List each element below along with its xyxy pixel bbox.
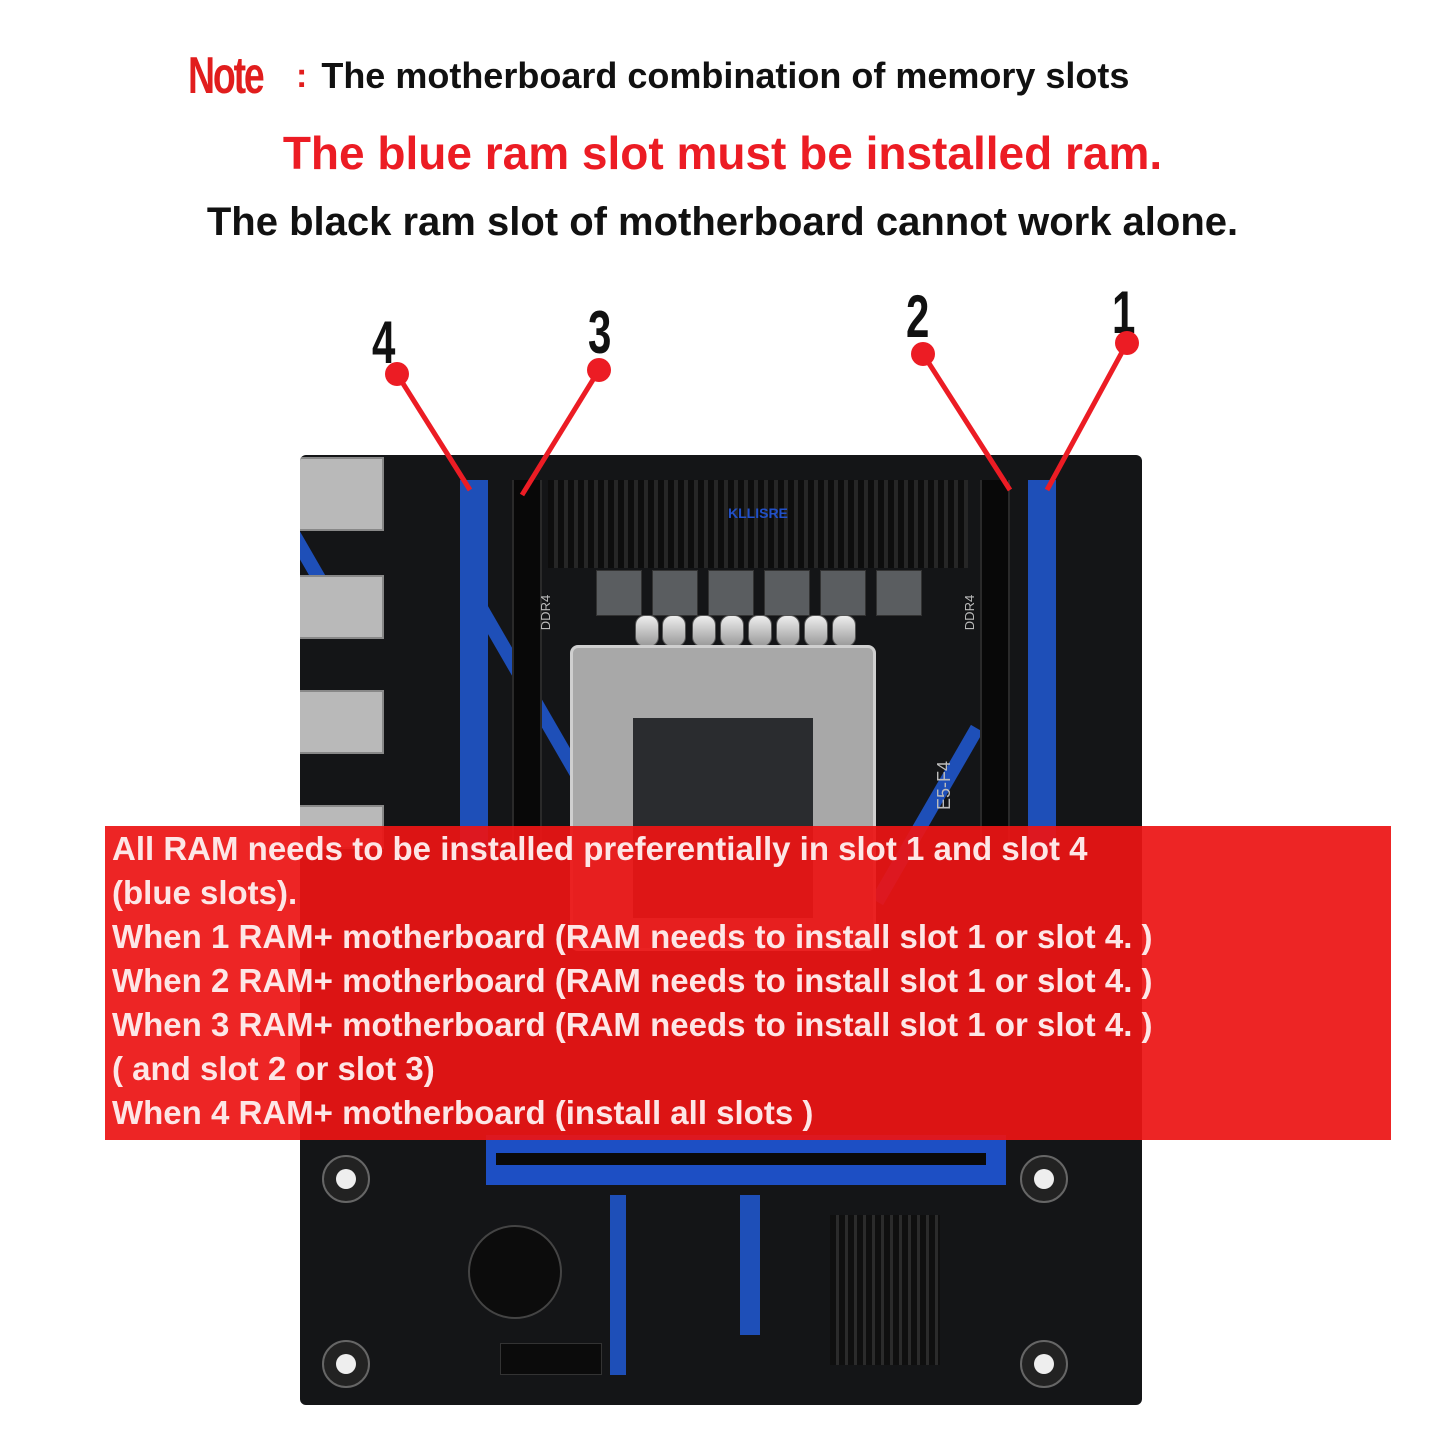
cmos-battery [468, 1225, 562, 1319]
vrm-choke [596, 570, 642, 616]
ram-slot-2 [980, 480, 1010, 860]
note-label: Note [188, 47, 265, 105]
note-text: The motherboard combination of memory sl… [321, 55, 1130, 96]
slot-label-3: 3 [588, 299, 612, 366]
instruction-line: (blue slots). [112, 874, 298, 911]
vrm-choke [820, 570, 866, 616]
pcie-x1-slot [500, 1343, 602, 1375]
brand-logo: KLLISRE [728, 505, 788, 521]
vrm-choke [876, 570, 922, 616]
black-slot-warning: The black ram slot of motherboard cannot… [206, 200, 1239, 244]
capacitor [692, 615, 716, 647]
ram-slot-4 [460, 480, 488, 860]
vrm-heatsink [548, 480, 968, 568]
usb-port [300, 575, 384, 639]
vrm-choke [708, 570, 754, 616]
chipset-heatsink [830, 1215, 940, 1365]
instruction-line: When 2 RAM+ motherboard (RAM needs to in… [112, 962, 1153, 999]
mount-hole [322, 1155, 370, 1203]
instruction-line: When 4 RAM+ motherboard (install all slo… [112, 1094, 814, 1131]
ram-slot-1 [1028, 480, 1056, 860]
pcie-x16-slot [486, 1135, 1006, 1185]
vrm-choke [764, 570, 810, 616]
ram-slot-3 [512, 480, 542, 860]
instruction-line: ( and slot 2 or slot 3) [112, 1050, 435, 1087]
board-decor-stripe [740, 1195, 760, 1335]
usb-port [300, 690, 384, 754]
instructions-panel [105, 826, 1391, 1140]
vrm-choke [652, 570, 698, 616]
instruction-line: All RAM needs to be installed preferenti… [112, 830, 1088, 867]
board-decor-stripe [610, 1195, 626, 1375]
capacitor [635, 615, 659, 647]
slot-label-1: 1 [1112, 279, 1136, 346]
mount-hole [1020, 1340, 1068, 1388]
instruction-line: When 3 RAM+ motherboard (RAM needs to in… [112, 1006, 1153, 1043]
instruction-line: When 1 RAM+ motherboard (RAM needs to in… [112, 918, 1153, 955]
note-colon: : [296, 56, 308, 95]
slot-label-2: 2 [906, 283, 930, 350]
blue-slot-warning: The blue ram slot must be installed ram. [282, 127, 1163, 179]
mount-hole [322, 1340, 370, 1388]
slot-label-4: 4 [372, 309, 396, 376]
note-heading: Note : The motherboard combination of me… [188, 47, 1130, 105]
mount-hole [1020, 1155, 1068, 1203]
ethernet-port [300, 457, 384, 531]
